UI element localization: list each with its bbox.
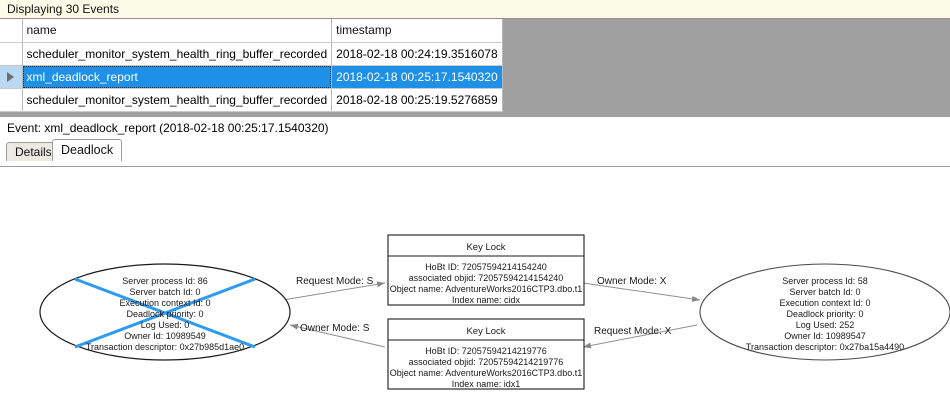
process-left-line-5: Owner Id: 10989549 xyxy=(124,331,206,341)
column-header-name[interactable]: name xyxy=(22,19,333,43)
edge-label-bottom-owner-left: Owner Mode: S xyxy=(300,323,370,334)
resource-bottom-line-2: Object name: AdventureWorks2016CTP3.dbo.… xyxy=(390,368,582,378)
edge-top-owner-right: Owner Mode: X xyxy=(582,276,701,302)
edge-label-left-request-top: Request Mode: S xyxy=(296,276,374,287)
resource-bottom-line-1: associated objid: 72057594214219776 xyxy=(409,357,564,367)
process-right-line-6: Transaction descriptor: 0x27ba15a4490 xyxy=(746,342,904,352)
event-caption-label: Event: xml_deadlock_report (2018-02-18 0… xyxy=(7,121,329,135)
resource-bottom-title: Key Lock xyxy=(466,326,505,337)
cell-name[interactable]: xml_deadlock_report xyxy=(22,65,333,89)
cell-timestamp[interactable]: 2018-02-18 00:24:19.3516078 xyxy=(331,42,503,66)
edge-right-request-bottom: Request Mode: X xyxy=(582,324,698,349)
row-handle-cell[interactable] xyxy=(0,42,23,66)
row-handle-cell[interactable] xyxy=(0,88,23,112)
process-left-line-0: Server process Id: 86 xyxy=(122,276,208,286)
cell-name[interactable]: scheduler_monitor_system_health_ring_buf… xyxy=(22,88,333,112)
cell-timestamp[interactable]: 2018-02-18 00:25:17.1540320 xyxy=(331,65,503,89)
cell-name[interactable]: scheduler_monitor_system_health_ring_buf… xyxy=(22,42,333,66)
tab-deadlock[interactable]: Deadlock xyxy=(52,139,123,161)
process-node-left[interactable]: Server process Id: 86 Server batch Id: 0… xyxy=(39,263,291,361)
resource-bottom-line-0: HoBt ID: 72057594214219776 xyxy=(425,346,547,356)
resource-node-top[interactable]: Key Lock HoBt ID: 72057594214154240 asso… xyxy=(387,234,585,306)
process-right-line-1: Server batch Id: 0 xyxy=(789,287,860,297)
table-row-selected[interactable]: xml_deadlock_report 2018-02-18 00:25:17.… xyxy=(0,65,503,89)
events-grid-body[interactable]: scheduler_monitor_system_health_ring_buf… xyxy=(0,42,503,112)
column-header-timestamp[interactable]: timestamp xyxy=(331,19,503,43)
cell-timestamp[interactable]: 2018-02-18 00:25:19.5276859 xyxy=(331,88,503,112)
events-grid-header: name timestamp xyxy=(0,19,503,43)
process-left-line-4: Log Used: 0 xyxy=(141,320,190,330)
displaying-events-label: Displaying 30 Events xyxy=(7,2,120,16)
process-left-line-2: Execution context Id: 0 xyxy=(119,298,210,308)
process-left-line-6: Transaction descriptor: 0x27b985d1ae0 xyxy=(86,342,244,352)
resource-node-bottom[interactable]: Key Lock HoBt ID: 72057594214219776 asso… xyxy=(387,318,585,390)
resource-bottom-line-3: Index name: idx1 xyxy=(452,379,521,389)
process-left-line-3: Deadlock priority: 0 xyxy=(126,309,203,319)
edge-bottom-owner-left: Owner Mode: S xyxy=(289,323,386,348)
process-right-line-4: Log Used: 252 xyxy=(796,320,855,330)
table-row[interactable]: scheduler_monitor_system_health_ring_buf… xyxy=(0,88,503,112)
process-right-line-3: Deadlock priority: 0 xyxy=(786,309,863,319)
events-grid-container[interactable]: name timestamp scheduler_monitor_system_… xyxy=(0,19,950,117)
resource-top-title: Key Lock xyxy=(466,242,505,253)
process-right-line-0: Server process Id: 58 xyxy=(782,276,868,286)
resource-top-line-1: associated objid: 72057594214154240 xyxy=(409,273,564,283)
process-left-line-1: Server batch Id: 0 xyxy=(129,287,200,297)
edge-left-request-top: Request Mode: S xyxy=(282,276,386,301)
table-row[interactable]: scheduler_monitor_system_health_ring_buf… xyxy=(0,42,503,66)
deadlock-graph-canvas[interactable]: Request Mode: S Owner Mode: X Owner Mode… xyxy=(0,166,950,400)
event-caption: Event: xml_deadlock_report (2018-02-18 0… xyxy=(0,117,950,139)
process-node-right[interactable]: Server process Id: 58 Server batch Id: 0… xyxy=(699,263,950,361)
displaying-events-banner: Displaying 30 Events xyxy=(0,0,950,19)
edge-label-top-owner-right: Owner Mode: X xyxy=(597,276,667,287)
row-handle-cell[interactable] xyxy=(0,65,23,89)
row-arrow-icon xyxy=(7,71,15,82)
resource-top-line-0: HoBt ID: 72057594214154240 xyxy=(425,262,547,272)
tab-strip[interactable]: Details Deadlock xyxy=(0,139,950,161)
row-handle-header xyxy=(0,19,23,43)
resource-top-line-3: Index name: cidx xyxy=(452,295,521,305)
header-row: name timestamp xyxy=(0,19,503,43)
process-right-line-2: Execution context Id: 0 xyxy=(779,298,870,308)
victim-x-icon xyxy=(74,277,256,349)
resource-top-line-2: Object name: AdventureWorks2016CTP3.dbo.… xyxy=(390,284,582,294)
events-grid[interactable]: name timestamp scheduler_monitor_system_… xyxy=(0,19,503,112)
edge-label-right-request-bottom: Request Mode: X xyxy=(594,326,672,337)
process-right-line-5: Owner Id: 10989547 xyxy=(784,331,866,341)
